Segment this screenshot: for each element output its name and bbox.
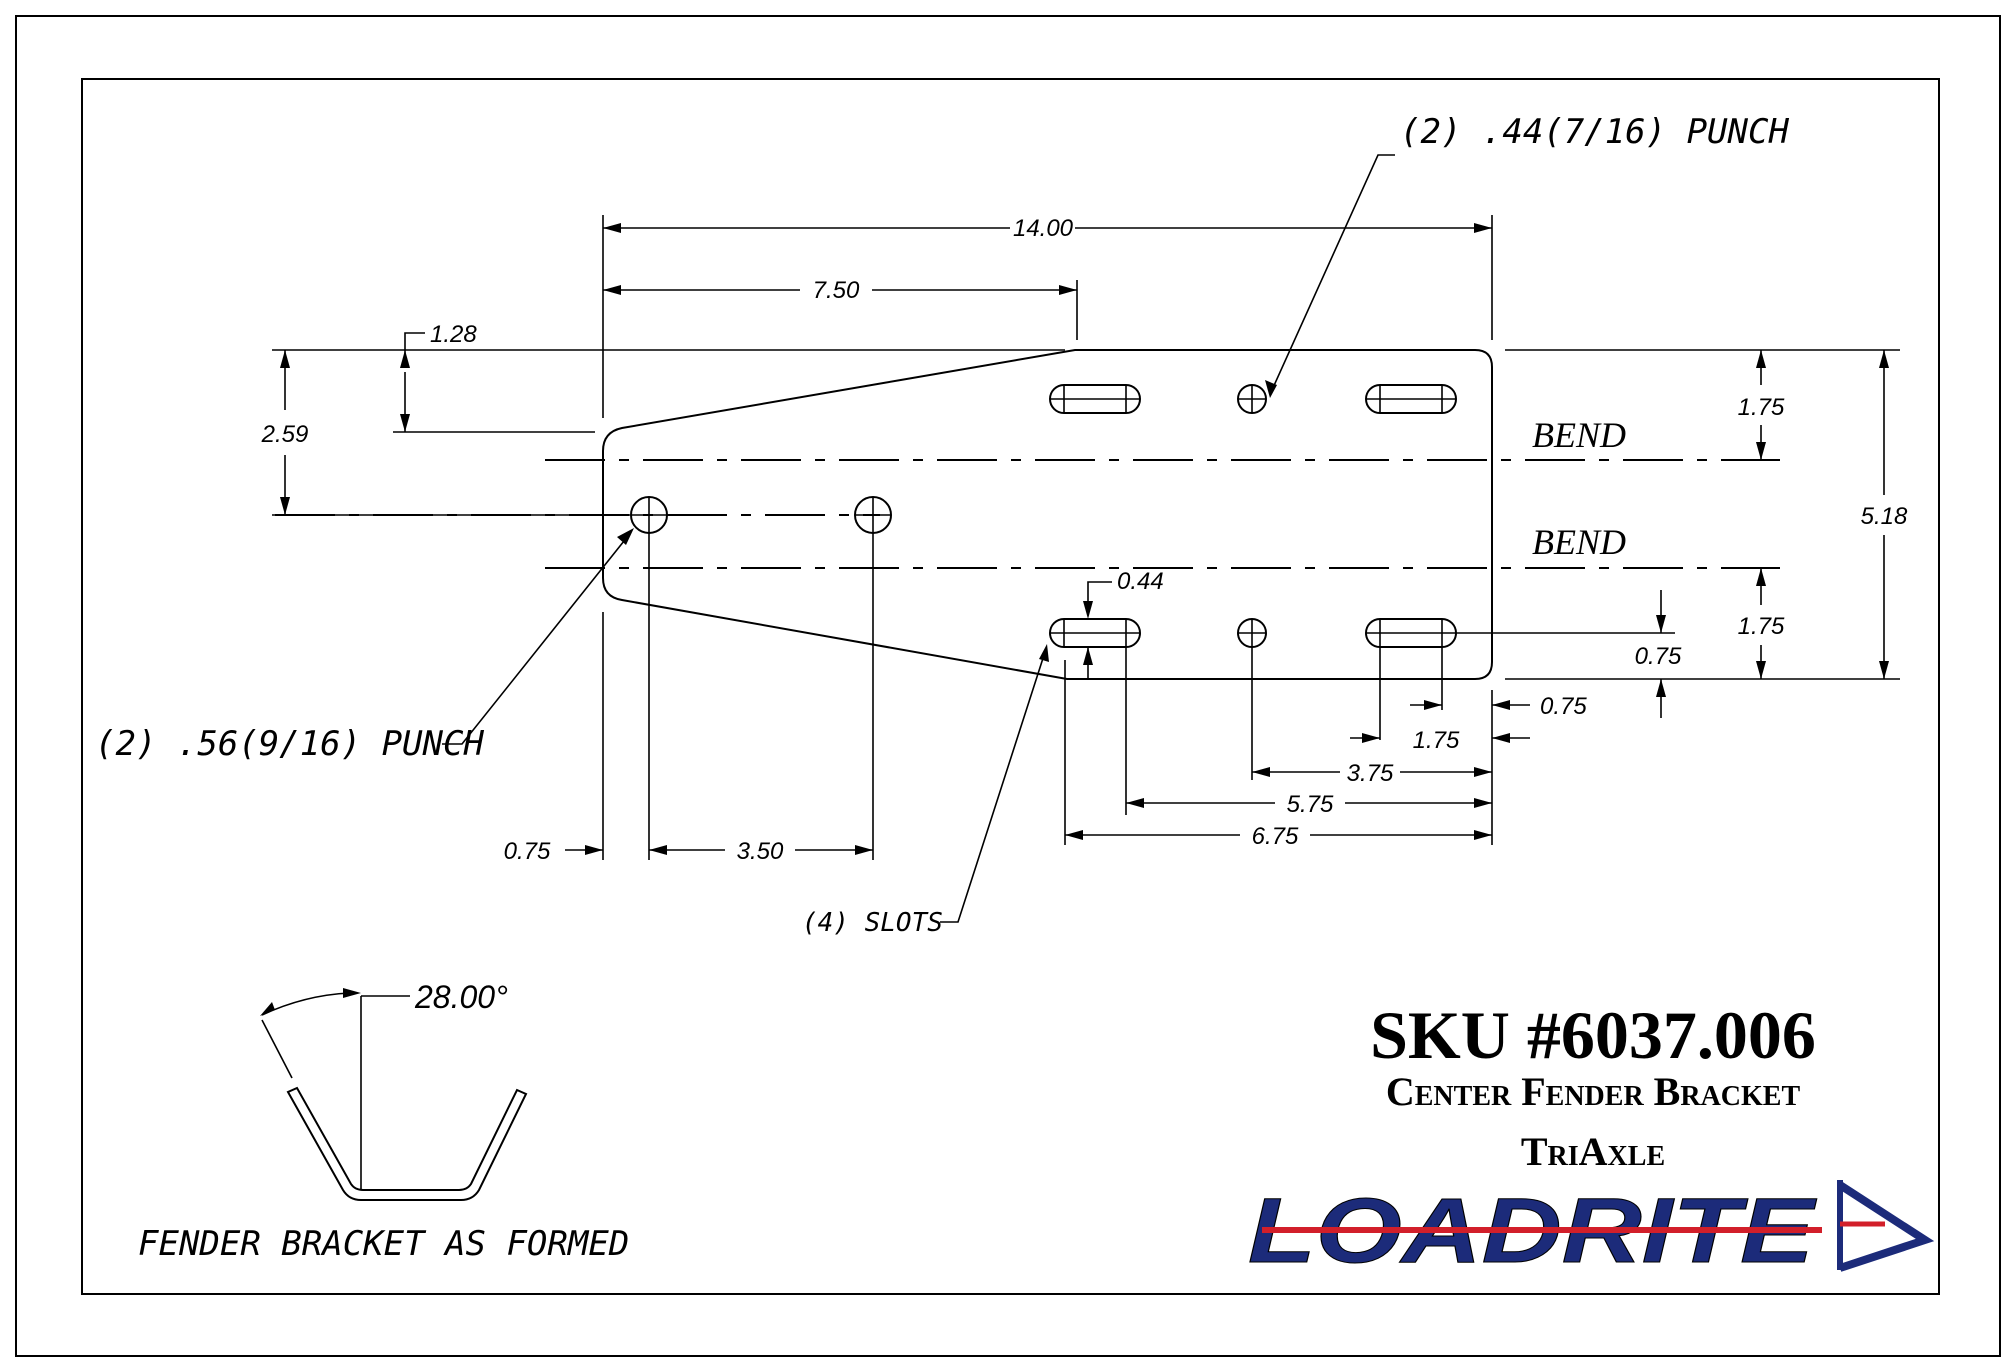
dim-slot-offset-6-75: 6.75 xyxy=(1252,823,1299,850)
slot-bottom-right xyxy=(1365,618,1457,648)
dim-bottom-to-bend: 1.75 xyxy=(1738,613,1785,640)
logo-arrow-icon xyxy=(1837,1180,1935,1272)
logo-stripe xyxy=(1262,1227,1822,1233)
slot-top-right xyxy=(1365,384,1457,414)
sku-number: SKU #6037.006 xyxy=(1370,997,1816,1073)
dim-slot-offset-5-75: 5.75 xyxy=(1287,791,1334,818)
bend-label-top: BEND xyxy=(1532,415,1626,455)
loadrite-logo: LOADRITE xyxy=(1248,1180,1935,1283)
slot-top-left xyxy=(1049,384,1141,414)
callout-punch-small: (2) .44(7/16) PUNCH xyxy=(1400,112,1789,152)
inner-border xyxy=(81,78,1940,1295)
formed-view: 28.00° xyxy=(260,979,528,1201)
formed-label: FENDER BRACKET AS FORMED xyxy=(138,1224,629,1264)
dim-top-to-bend: 1.75 xyxy=(1738,394,1785,421)
slot-bottom-left xyxy=(1049,618,1141,648)
dim-hole-spacing: 3.50 xyxy=(737,838,784,865)
small-hole-bottom xyxy=(1237,618,1267,648)
dim-hole-offset-right: 3.75 xyxy=(1347,760,1394,787)
formed-angle: 28.00° xyxy=(414,979,508,1015)
bracket-outline xyxy=(602,349,1493,680)
dim-end-offset-right: 0.75 xyxy=(1540,693,1587,720)
callout-slots: (4) SLOTS xyxy=(802,908,943,938)
outer-border xyxy=(15,15,2001,1357)
dim-slot-edge-offset: 0.75 xyxy=(1635,643,1682,670)
dim-slot-length: 1.75 xyxy=(1413,727,1460,754)
dim-overall-height: 5.18 xyxy=(1861,503,1908,530)
part-variant: TriAxle xyxy=(1521,1129,1665,1174)
small-hole-top xyxy=(1237,384,1267,414)
dim-taper-length: 7.50 xyxy=(813,277,860,304)
callout-punch-large: (2) .56(9/16) PUNCH xyxy=(95,724,484,764)
leader-punch-small xyxy=(1271,154,1395,391)
bend-label-bottom: BEND xyxy=(1532,522,1626,562)
dim-large-hole-height: 2.59 xyxy=(261,421,309,448)
leader-slots xyxy=(940,651,1046,923)
dim-slot-width: 0.44 xyxy=(1117,568,1164,595)
part-name: Center Fender Bracket xyxy=(1386,1069,1801,1114)
dim-taper-offset: 1.28 xyxy=(430,321,477,348)
dim-end-offset-left: 0.75 xyxy=(504,838,551,865)
large-hole-left xyxy=(630,496,668,534)
dim-overall-length: 14.00 xyxy=(1013,215,1074,242)
large-hole-right xyxy=(854,496,892,534)
leader-punch-large xyxy=(442,535,629,745)
